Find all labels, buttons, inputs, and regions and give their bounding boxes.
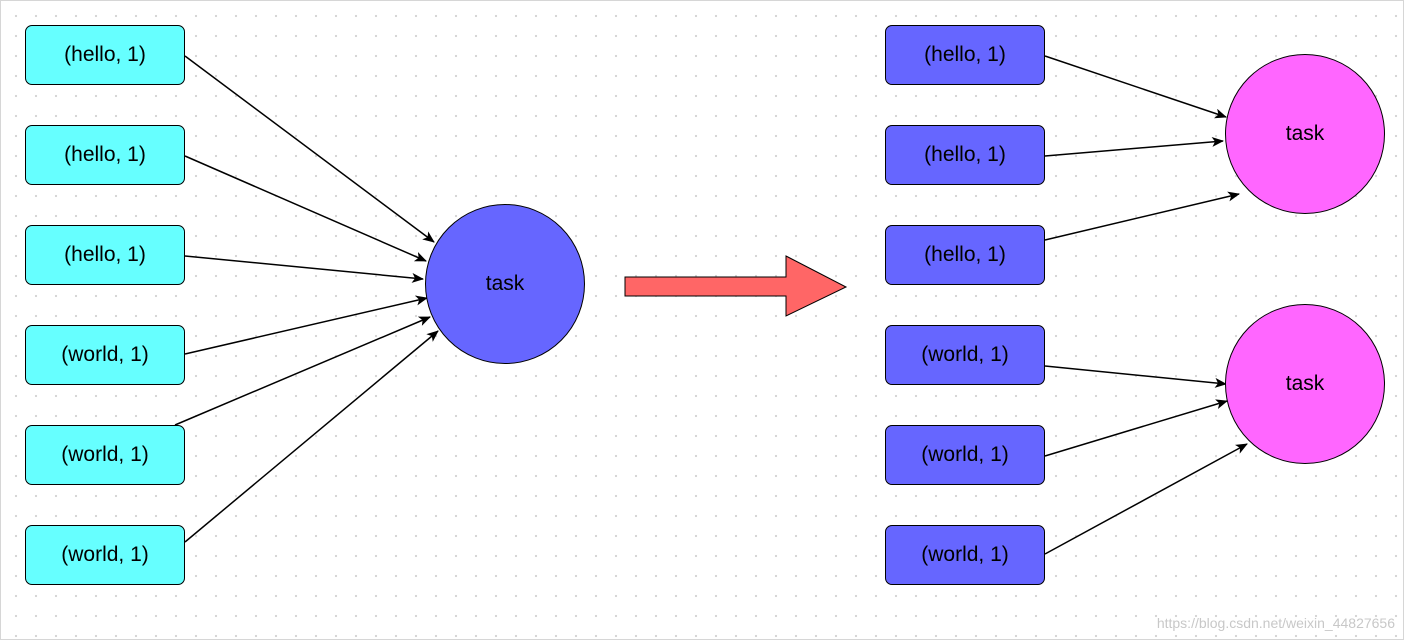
right-node-hello-3[interactable]: (hello, 1): [885, 225, 1045, 285]
right-node-hello-1[interactable]: (hello, 1): [885, 25, 1045, 85]
edge-right-6: [1044, 443, 1248, 555]
left-node-hello-2[interactable]: (hello, 1): [25, 125, 185, 185]
left-node-hello-3[interactable]: (hello, 1): [25, 225, 185, 285]
left-node-hello-1[interactable]: (hello, 1): [25, 25, 185, 85]
edge-left-1: [184, 55, 435, 243]
edge-right-5: [1044, 399, 1228, 457]
watermark-text: https://blog.csdn.net/weixin_44827656: [1156, 615, 1395, 631]
right-node-world-1[interactable]: (world, 1): [885, 325, 1045, 385]
right-node-world-2[interactable]: (world, 1): [885, 425, 1045, 485]
right-arrow-icon: [624, 255, 848, 317]
left-node-world-2[interactable]: (world, 1): [25, 425, 185, 485]
edge-right-3: [1044, 191, 1240, 241]
edge-left-2: [184, 155, 427, 262]
edge-left-5: [174, 316, 431, 426]
edge-right-1: [1044, 55, 1227, 119]
right-task-node-bottom[interactable]: task: [1225, 304, 1385, 464]
right-node-world-3[interactable]: (world, 1): [885, 525, 1045, 585]
right-node-hello-2[interactable]: (hello, 1): [885, 125, 1045, 185]
edge-left-6: [184, 330, 439, 543]
edge-right-2: [1044, 136, 1224, 157]
left-node-world-1[interactable]: (world, 1): [25, 325, 185, 385]
left-task-node[interactable]: task: [425, 204, 585, 364]
edge-right-4: [1044, 365, 1227, 388]
edge-left-4: [184, 295, 428, 355]
right-task-node-top[interactable]: task: [1225, 54, 1385, 214]
left-node-world-3[interactable]: (world, 1): [25, 525, 185, 585]
edge-left-3: [184, 255, 424, 283]
